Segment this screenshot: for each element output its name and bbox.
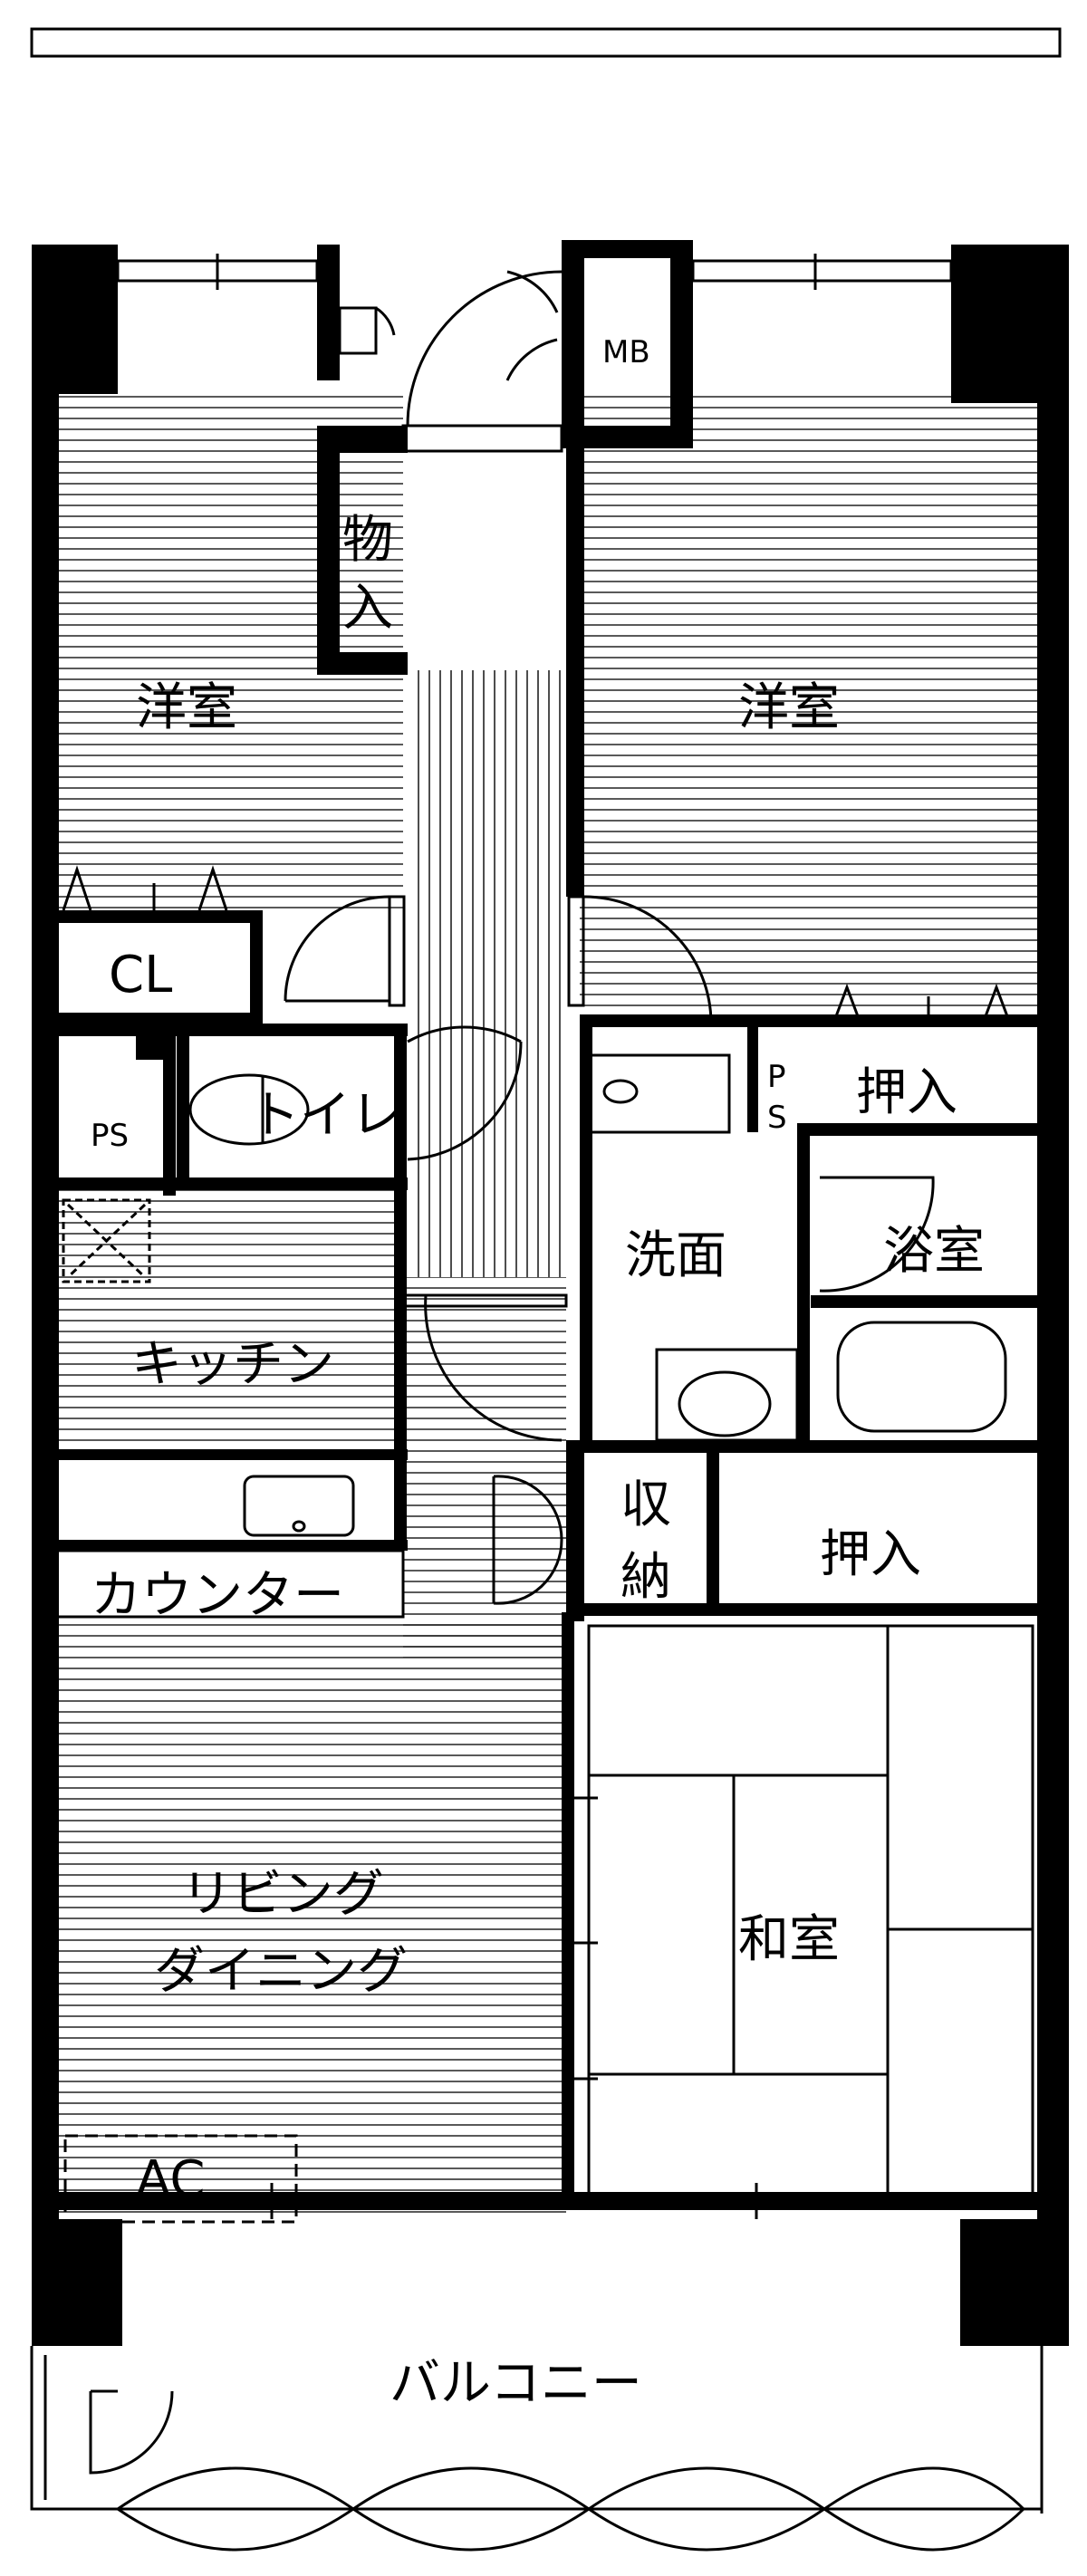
label-kitchen: キッチン [131,1335,334,1394]
label-pipe-space-right-bottom: S [767,1100,787,1136]
label-oshiire-top: 押入 [856,1063,957,1122]
label-living-line2: ダイニング [154,1942,408,2001]
label-pipe-space-left: PS [91,1118,129,1154]
label-western-left: 洋室 [136,678,237,737]
label-balcony: バルコニー [390,2354,642,2413]
label-closet: CL [109,946,172,1004]
label-meter-box: MB [602,334,650,370]
label-living-line1: リビング [181,1865,384,1924]
label-japanese-room: 和室 [738,1910,840,1969]
label-pipe-space-right-top: P [767,1059,786,1095]
label-mono-top: 物 [342,511,393,570]
fixtures [30,254,1044,2552]
label-aircon: AC [136,2150,205,2209]
label-shuno-bottom: 納 [620,1548,671,1607]
label-bathroom: 浴室 [883,1222,985,1281]
label-shuno-top: 収 [620,1475,671,1534]
label-toilet: トイレ [249,1086,401,1145]
label-western-right: 洋室 [738,678,840,737]
top-bar [30,27,1062,58]
structural-walls [32,240,1069,2346]
label-counter: カウンター [91,1566,344,1625]
label-oshiire-mid: 押入 [820,1525,921,1584]
label-washroom: 洗面 [625,1226,726,1285]
flooring [59,389,1037,2219]
label-mono-bottom: 入 [342,579,393,638]
room-labels: 洋室 洋室 物 入 CL PS P S トイレ 押入 洗面 浴室 キッチン カウ… [91,334,985,2413]
